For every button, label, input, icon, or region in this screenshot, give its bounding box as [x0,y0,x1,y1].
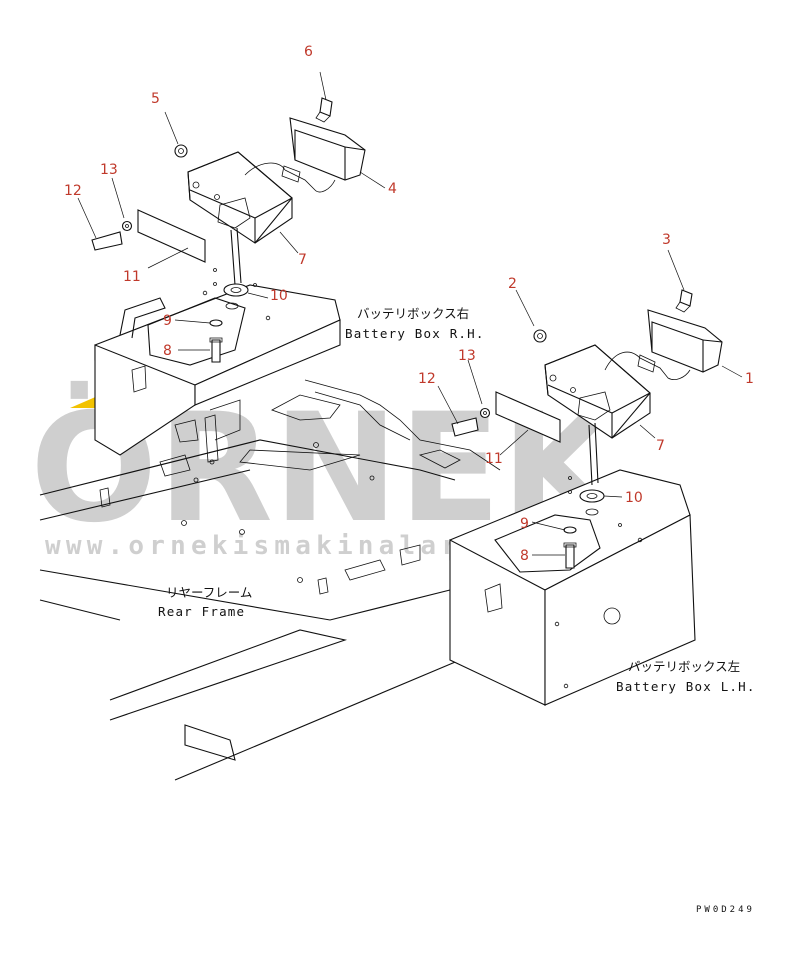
battery-box-lh [449,469,696,706]
callout-7-rh: 7 [298,252,307,268]
callout-11-rh: 11 [123,269,141,285]
callout-13-lh: 13 [458,348,476,364]
label-battery-box-lh-en: Battery Box L.H. [616,679,756,694]
callout-9-rh: 9 [163,313,172,329]
label-rear-frame-jp: リヤーフレーム [166,585,252,600]
callout-13-rh: 13 [100,162,118,178]
text-labels: バッテリボックス右 Battery Box R.H. リヤーフレーム Rear … [158,306,756,915]
callout-6: 6 [304,44,313,60]
callout-12-rh: 12 [64,183,82,199]
callout-10-lh: 10 [625,490,643,506]
label-battery-box-rh-en: Battery Box R.H. [345,326,485,341]
work-light-lh [451,289,723,569]
label-battery-box-rh-jp: バッテリボックス右 [357,306,469,321]
battery-box-rh [94,283,341,456]
callout-1: 1 [745,371,754,387]
callout-2: 2 [508,276,517,292]
callout-8-rh: 8 [163,343,172,359]
drawing-code: PW0D249 [696,905,755,915]
callout-10-rh: 10 [270,288,288,304]
callout-9-lh: 9 [520,516,529,532]
rear-frame [39,379,501,781]
label-battery-box-lh-jp: バッテリボックス左 [628,659,740,674]
label-rear-frame-en: Rear Frame [158,604,245,619]
leader-lines [77,71,743,556]
callout-3: 3 [662,232,671,248]
work-light-rh [91,97,366,363]
callout-4: 4 [388,181,397,197]
callout-7-lh: 7 [656,438,665,454]
callout-8-lh: 8 [520,548,529,564]
callouts: 6 5 13 12 4 11 7 10 9 8 3 2 13 12 1 7 11… [64,44,754,564]
callout-11-lh: 11 [485,451,503,467]
callout-5: 5 [151,91,160,107]
callout-12-lh: 12 [418,371,436,387]
